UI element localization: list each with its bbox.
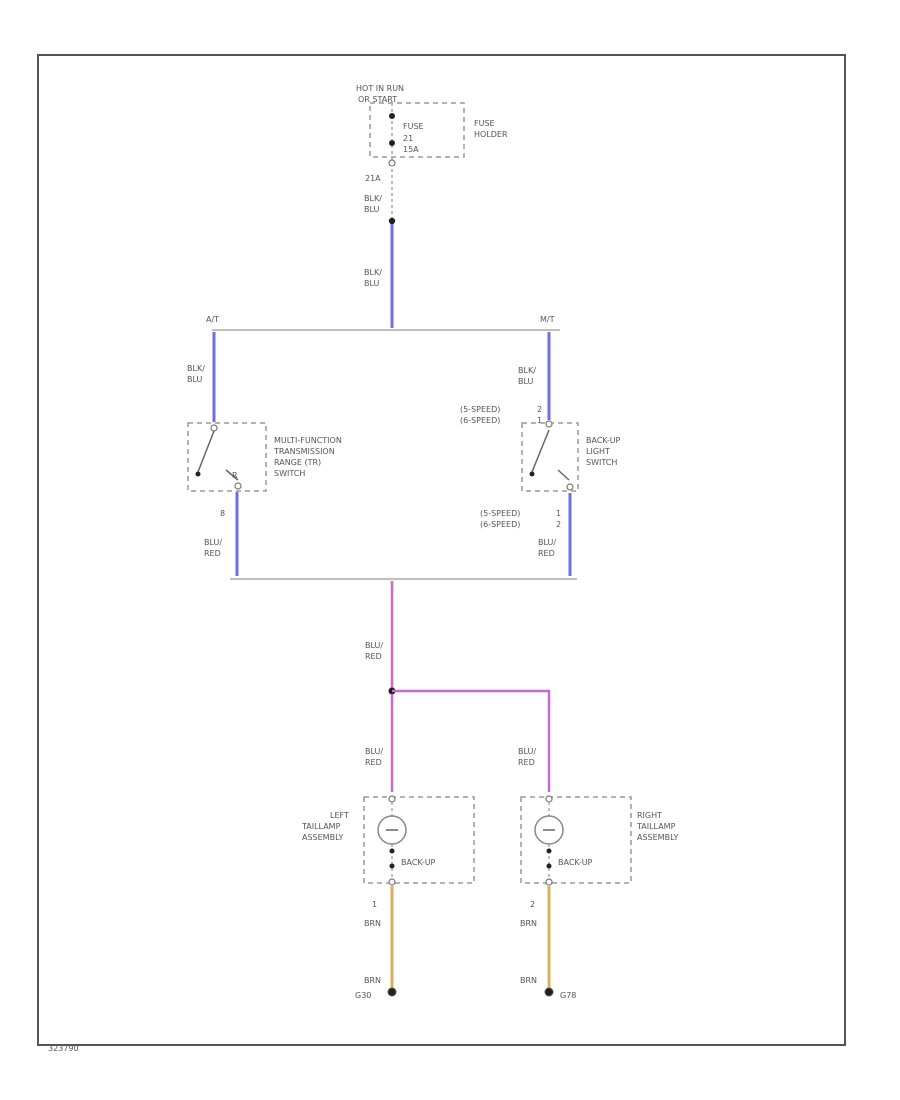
left-ground-icon xyxy=(387,987,397,997)
left-input-color-2: BLU xyxy=(187,375,203,384)
right-input-color-2: BLU xyxy=(518,377,534,386)
speed-bot-label-2: (6-SPEED) xyxy=(480,520,520,529)
left-lamp-bulb-label: BACK-UP xyxy=(401,858,436,867)
power-label-1: HOT IN RUN xyxy=(356,84,404,93)
mf-switch-contact xyxy=(225,469,239,481)
mf-switch-label-2: TRANSMISSION xyxy=(273,447,335,456)
right-ground-color: BRN xyxy=(520,976,537,985)
right-lamp-dot-2 xyxy=(546,863,552,869)
right-input-color-1: BLK/ xyxy=(518,366,536,375)
right-lamp-feed xyxy=(392,689,551,792)
left-lamp-label-1: LEFT xyxy=(330,811,349,820)
mf-switch-out-pin: 8 xyxy=(220,509,225,518)
right-lamp-label-1: RIGHT xyxy=(637,811,662,820)
right-lamp-pin-in xyxy=(545,795,553,803)
mid-wire-color-2: RED xyxy=(365,652,382,661)
speed-bot-label-1: (5-SPEED) xyxy=(480,509,520,518)
right-lamp-wire-color-2: RED xyxy=(518,758,535,767)
left-lamp-box xyxy=(363,796,475,884)
speed-bot-pin-2: 2 xyxy=(556,520,561,529)
fuse-top-terminal xyxy=(389,113,395,119)
fuse-out-pin xyxy=(388,159,396,167)
mf-switch-label-1: MULTI-FUNCTION xyxy=(274,436,342,445)
left-ground-color: BRN xyxy=(364,976,381,985)
right-lamp-wire-color-1: BLU/ xyxy=(518,747,536,756)
feed-wire-color-1: BLK/ xyxy=(364,268,382,277)
top-splice-dot xyxy=(388,217,396,225)
feed-wire-color-2: BLU xyxy=(364,279,380,288)
backup-switch-pin-in xyxy=(545,420,553,428)
left-output-color-1: BLU/ xyxy=(204,538,222,547)
right-ground-wire-color: BRN xyxy=(520,919,537,928)
left-lamp-dot-2 xyxy=(389,863,395,869)
right-output-color-1: BLU/ xyxy=(538,538,556,547)
mf-switch-r-pin: R xyxy=(232,471,238,480)
mf-switch-pivot xyxy=(195,471,201,477)
left-lamp-label-2: TAILLAMP xyxy=(301,822,341,831)
at-label: A/T xyxy=(206,315,219,324)
mf-switch-label-4: SWITCH xyxy=(274,469,305,478)
left-ground-id: G30 xyxy=(355,991,371,1000)
right-lamp-pin-out xyxy=(545,878,553,886)
mf-switch-pin-in xyxy=(210,424,218,432)
backup-switch-contact xyxy=(557,469,570,481)
mid-wire-color-1: BLU/ xyxy=(365,641,383,650)
backup-switch-label-3: SWITCH xyxy=(586,458,617,467)
right-ground-pin: 2 xyxy=(530,900,535,909)
backup-switch-box xyxy=(521,422,579,492)
left-lamp-pin-out xyxy=(388,878,396,886)
speed-top-label-2: (6-SPEED) xyxy=(460,416,500,425)
left-lamp-pin-in xyxy=(388,795,396,803)
fuse-holder-label-1: FUSE xyxy=(474,119,495,128)
left-ground-wire-color: BRN xyxy=(364,919,381,928)
top-wire-color-1: BLK/ xyxy=(364,194,382,203)
right-lamp-bulb-label: BACK-UP xyxy=(558,858,593,867)
power-label-2: OR START xyxy=(358,95,397,104)
diagram-frame xyxy=(37,54,846,1046)
figure-id: 323790 xyxy=(48,1044,79,1053)
left-input-color-1: BLK/ xyxy=(187,364,205,373)
mf-switch-pin-out xyxy=(234,482,242,490)
speed-top-pin-2: 1 xyxy=(537,416,542,425)
speed-top-label-1: (5-SPEED) xyxy=(460,405,500,414)
fuse-holder-label-2: HOLDER xyxy=(474,130,508,139)
fuse-rating: 15A xyxy=(403,145,419,154)
right-lamp-label-2: TAILLAMP xyxy=(636,822,676,831)
left-lamp-wire-color-2: RED xyxy=(365,758,382,767)
mf-switch-box xyxy=(187,422,267,492)
left-lamp-dot-1 xyxy=(389,848,395,854)
mt-label: M/T xyxy=(540,315,555,324)
backup-switch-pin-out xyxy=(566,483,574,491)
left-lamp-wire-color-1: BLU/ xyxy=(365,747,383,756)
right-ground-icon xyxy=(544,987,554,997)
fuse-bottom-terminal xyxy=(389,140,395,146)
left-ground-pin: 1 xyxy=(372,900,377,909)
top-connector-label: 21A xyxy=(365,174,381,183)
speed-bot-pin-1: 1 xyxy=(556,509,561,518)
right-lamp-label-3: ASSEMBLY xyxy=(637,833,678,842)
speed-top-pin-1: 2 xyxy=(537,405,542,414)
right-lamp-dot-1 xyxy=(546,848,552,854)
mf-switch-label-3: RANGE (TR) xyxy=(274,458,321,467)
backup-switch-label-2: LIGHT xyxy=(586,447,610,456)
right-ground-id: G78 xyxy=(560,991,576,1000)
right-lamp-box xyxy=(520,796,632,884)
fuse-label: FUSE xyxy=(403,122,424,131)
left-lamp-label-3: ASSEMBLY xyxy=(302,833,343,842)
backup-switch-pivot xyxy=(529,471,535,477)
top-wire-color-2: BLU xyxy=(364,205,380,214)
left-output-color-2: RED xyxy=(204,549,221,558)
fuse-holder-box xyxy=(369,102,465,158)
backup-switch-label-1: BACK-UP xyxy=(586,436,621,445)
mf-switch-lever xyxy=(197,430,215,473)
backup-switch-lever xyxy=(531,429,550,473)
fuse-number: 21 xyxy=(403,134,413,143)
right-output-color-2: RED xyxy=(538,549,555,558)
